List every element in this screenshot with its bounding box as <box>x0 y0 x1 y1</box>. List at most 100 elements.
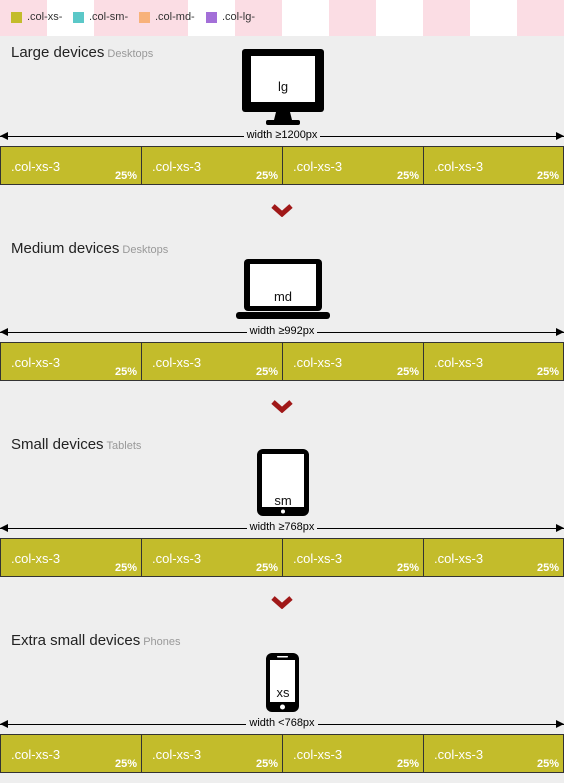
legend-item-sm: .col-sm- <box>73 11 128 23</box>
column-percent: 25% <box>536 170 559 182</box>
grid-column: .col-xs-3 25% <box>0 146 141 185</box>
laptop-icon <box>236 259 330 319</box>
grid-row: .col-xs-3 25% .col-xs-3 25% .col-xs-3 25% .… <box>0 734 564 773</box>
arrow-right-icon <box>556 132 564 140</box>
column-class: .col-xs-3 <box>434 159 484 174</box>
column-class: .col-xs-3 <box>293 747 343 762</box>
column-percent: 25% <box>255 758 278 770</box>
column-percent: 25% <box>114 366 137 378</box>
width-label: width ≥768px <box>0 521 564 533</box>
column-class: .col-xs-3 <box>11 355 61 370</box>
section-title-text: Large devices <box>11 44 105 61</box>
legend-label-xs: .col-xs- <box>27 11 63 23</box>
arrow-left-icon <box>0 328 8 336</box>
section-subtitle: Phones <box>143 636 181 648</box>
grid-column: .col-xs-3 25% <box>282 734 423 773</box>
arrow-left-icon <box>0 720 8 728</box>
column-class: .col-xs-3 <box>152 747 202 762</box>
column-percent: 25% <box>114 170 137 182</box>
section-subtitle: Desktops <box>122 244 169 256</box>
legend-item-lg: .col-lg- <box>206 11 255 23</box>
width-label-text: width ≥1200px <box>243 129 321 141</box>
column-class: .col-xs-3 <box>434 747 484 762</box>
grid-column: .col-xs-3 25% <box>423 734 564 773</box>
column-class: .col-xs-3 <box>11 551 61 566</box>
column-class: .col-xs-3 <box>152 551 202 566</box>
column-percent: 25% <box>114 562 137 574</box>
column-percent: 25% <box>536 562 559 574</box>
grid-column: .col-xs-3 25% <box>282 146 423 185</box>
grid-column: .col-xs-3 25% <box>423 538 564 577</box>
column-class: .col-xs-3 <box>11 747 61 762</box>
phone-icon <box>266 653 299 712</box>
arrow-right-icon <box>556 720 564 728</box>
legend: .col-xs- .col-sm- .col-md- .col-lg- <box>0 0 564 36</box>
tablet-icon <box>257 449 309 516</box>
grid-row: .col-xs-3 25% .col-xs-3 25% .col-xs-3 25% .… <box>0 538 564 577</box>
column-class: .col-xs-3 <box>293 159 343 174</box>
arrow-right-icon <box>556 524 564 532</box>
width-label: width ≥1200px <box>0 129 564 141</box>
grid-column: .col-xs-3 25% <box>423 342 564 381</box>
column-class: .col-xs-3 <box>152 355 202 370</box>
column-class: .col-xs-3 <box>11 159 61 174</box>
column-percent: 25% <box>396 562 419 574</box>
column-class: .col-xs-3 <box>293 551 343 566</box>
column-percent: 25% <box>396 170 419 182</box>
grid-column: .col-xs-3 25% <box>423 146 564 185</box>
column-percent: 25% <box>255 562 278 574</box>
column-class: .col-xs-3 <box>152 159 202 174</box>
section-title-text: Small devices <box>11 436 104 453</box>
arrow-right-icon <box>556 328 564 336</box>
column-percent: 25% <box>536 758 559 770</box>
width-label-text: width ≥768px <box>246 521 318 533</box>
section-title-text: Medium devices <box>11 240 120 257</box>
device-label: sm <box>274 493 292 508</box>
column-percent: 25% <box>396 366 419 378</box>
column-class: .col-xs-3 <box>293 355 343 370</box>
grid-column: .col-xs-3 25% <box>282 538 423 577</box>
chevron-down-icon <box>271 400 293 413</box>
grid-column: .col-xs-3 25% <box>141 146 282 185</box>
section-subtitle: Tablets <box>106 440 142 452</box>
desktop-monitor-icon <box>242 49 324 125</box>
width-label: width <768px <box>0 717 564 729</box>
grid-column: .col-xs-3 25% <box>282 342 423 381</box>
legend-label-sm: .col-sm- <box>89 11 129 23</box>
column-percent: 25% <box>396 758 419 770</box>
arrow-left-icon <box>0 132 8 140</box>
legend-swatch-lg <box>206 11 217 23</box>
column-class: .col-xs-3 <box>434 551 484 566</box>
chevron-down-icon <box>271 596 293 609</box>
grid-row: .col-xs-3 25% .col-xs-3 25% .col-xs-3 25% .… <box>0 342 564 381</box>
legend-swatch-xs <box>11 11 22 23</box>
legend-swatch-md <box>139 11 150 23</box>
column-percent: 25% <box>114 758 137 770</box>
width-label: width ≥992px <box>0 325 564 337</box>
width-label-text: width ≥992px <box>246 325 318 337</box>
column-percent: 25% <box>255 366 278 378</box>
column-class: .col-xs-3 <box>434 355 484 370</box>
arrow-left-icon <box>0 524 8 532</box>
device-label: xs <box>276 685 290 700</box>
section-title-text: Extra small devices <box>11 632 141 649</box>
grid-column: .col-xs-3 25% <box>141 342 282 381</box>
legend-item-xs: .col-xs- <box>11 11 62 23</box>
grid-column: .col-xs-3 25% <box>0 734 141 773</box>
grid-column: .col-xs-3 25% <box>0 538 141 577</box>
chevron-down-icon <box>271 204 293 217</box>
grid-column: .col-xs-3 25% <box>141 538 282 577</box>
section-subtitle: Desktops <box>107 48 154 60</box>
column-percent: 25% <box>255 170 278 182</box>
column-percent: 25% <box>536 366 559 378</box>
grid-column: .col-xs-3 25% <box>0 342 141 381</box>
legend-item-md: .col-md- <box>139 11 195 23</box>
grid-column: .col-xs-3 25% <box>141 734 282 773</box>
width-label-text: width <768px <box>246 717 318 729</box>
